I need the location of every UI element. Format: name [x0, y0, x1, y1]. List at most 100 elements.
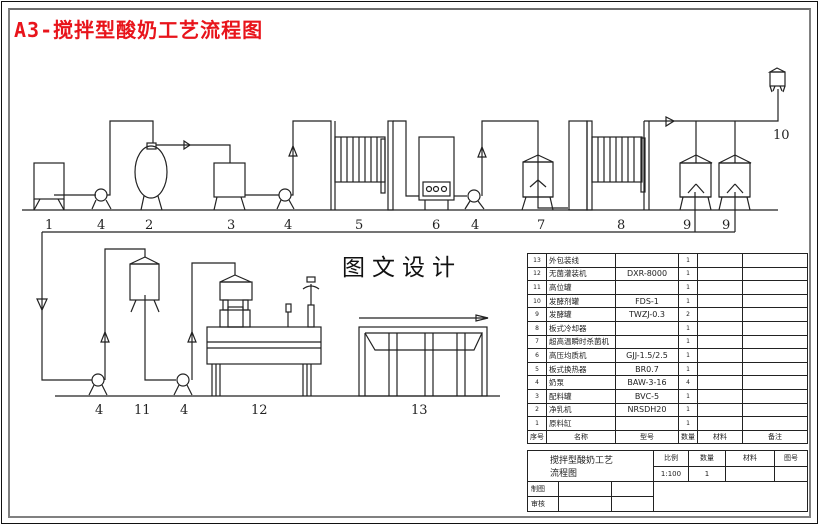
- homogenizer: [418, 136, 467, 210]
- cell-note: [742, 375, 808, 390]
- cell-qty: 1: [678, 402, 698, 418]
- title-block: 搅拌型酸奶工艺 流程图 比例 数量 材料 图号 1:100 1 制图 审核: [527, 450, 808, 512]
- cell-name: 配料罐: [546, 388, 616, 404]
- label-3: 3: [227, 218, 235, 233]
- label-4c: 4: [471, 218, 479, 233]
- cell-qty: 1: [678, 348, 698, 363]
- cell-model: 型号: [615, 429, 679, 445]
- cell-no: 12: [527, 266, 547, 282]
- cell-qty: 1: [678, 388, 698, 404]
- cell-note: [742, 361, 808, 377]
- cell-qty: 1: [678, 280, 698, 295]
- drawing-no-value: [774, 465, 808, 482]
- cell-model: [615, 253, 679, 268]
- drawn-by-value: [557, 481, 612, 497]
- drawing-no-label: 图号: [774, 450, 808, 467]
- drawing-name-line2: 流程图: [550, 469, 578, 479]
- cell-note: [742, 348, 808, 363]
- cell-model: NRSDH20: [615, 402, 679, 418]
- material-value: [725, 465, 775, 482]
- company-cell: [653, 481, 808, 512]
- label-8: 8: [617, 218, 625, 233]
- outer-packing-line: [358, 314, 489, 397]
- cell-qty: 1: [678, 361, 698, 377]
- label-7: 7: [537, 218, 545, 233]
- cell-material: [697, 416, 743, 431]
- raw-material-vat: [33, 162, 96, 211]
- cell-note: [742, 388, 808, 404]
- qty-value: 1: [688, 465, 726, 482]
- cell-note: [742, 253, 808, 268]
- cell-model: [615, 280, 679, 295]
- drawing-name-cell: 搅拌型酸奶工艺 流程图: [527, 450, 654, 482]
- cell-no: 1: [527, 416, 547, 431]
- cell-model: [615, 334, 679, 350]
- milk-pump-4: [88, 248, 146, 396]
- cell-material: [697, 266, 743, 282]
- drawn-by-label: 制图: [527, 481, 559, 497]
- cell-qty: 4: [678, 375, 698, 390]
- drawing-title: A3-搅拌型酸奶工艺流程图: [14, 18, 264, 42]
- cell-note: [742, 307, 808, 322]
- cell-note: [742, 320, 808, 336]
- label-4a: 4: [97, 218, 105, 233]
- drawn-by-date: [610, 481, 655, 497]
- cell-name: 名称: [546, 429, 616, 445]
- drawing-frame: [8, 8, 811, 518]
- cell-material: [697, 375, 743, 390]
- label-12: 12: [251, 403, 268, 418]
- material-label: 材料: [725, 450, 775, 467]
- label-2: 2: [145, 218, 153, 233]
- label-9b: 9: [722, 218, 730, 233]
- parts-table-header: 序号名称型号数量材料备注: [527, 429, 808, 445]
- cell-model: DXR-8000: [615, 266, 679, 282]
- cell-no: 5: [527, 361, 547, 377]
- milk-pump-3: [464, 120, 568, 210]
- starter-culture-tank: [767, 67, 786, 93]
- cell-note: [742, 293, 808, 309]
- label-4d: 4: [95, 403, 103, 418]
- cell-qty: 1: [678, 293, 698, 309]
- cell-name: 板式冷却器: [546, 320, 616, 336]
- cell-material: [697, 348, 743, 363]
- cell-material: [697, 388, 743, 404]
- cell-qty: 1: [678, 320, 698, 336]
- cell-note: [742, 280, 808, 295]
- cell-no: 序号: [527, 429, 547, 445]
- label-1: 1: [45, 218, 53, 233]
- aseptic-filling-machine: [206, 274, 322, 396]
- qty-label: 数量: [688, 450, 726, 467]
- cell-no: 6: [527, 348, 547, 363]
- cell-material: [697, 293, 743, 309]
- reviewed-by-date: [610, 496, 655, 512]
- plate-cooler: [568, 89, 779, 211]
- cell-material: [697, 280, 743, 295]
- cell-no: 8: [527, 320, 547, 336]
- label-6: 6: [432, 218, 440, 233]
- label-4e: 4: [180, 403, 188, 418]
- milk-separator: [134, 139, 231, 211]
- milk-pump-2: [276, 120, 332, 210]
- cell-material: [697, 253, 743, 268]
- cell-qty: 1: [678, 416, 698, 431]
- cell-model: TWZJ-0.3: [615, 307, 679, 322]
- label-11: 11: [134, 403, 151, 418]
- cell-no: 9: [527, 307, 547, 322]
- reviewed-by-label: 审核: [527, 496, 559, 512]
- cell-no: 13: [527, 253, 547, 268]
- cell-material: [697, 402, 743, 418]
- cell-model: FDS-1: [615, 293, 679, 309]
